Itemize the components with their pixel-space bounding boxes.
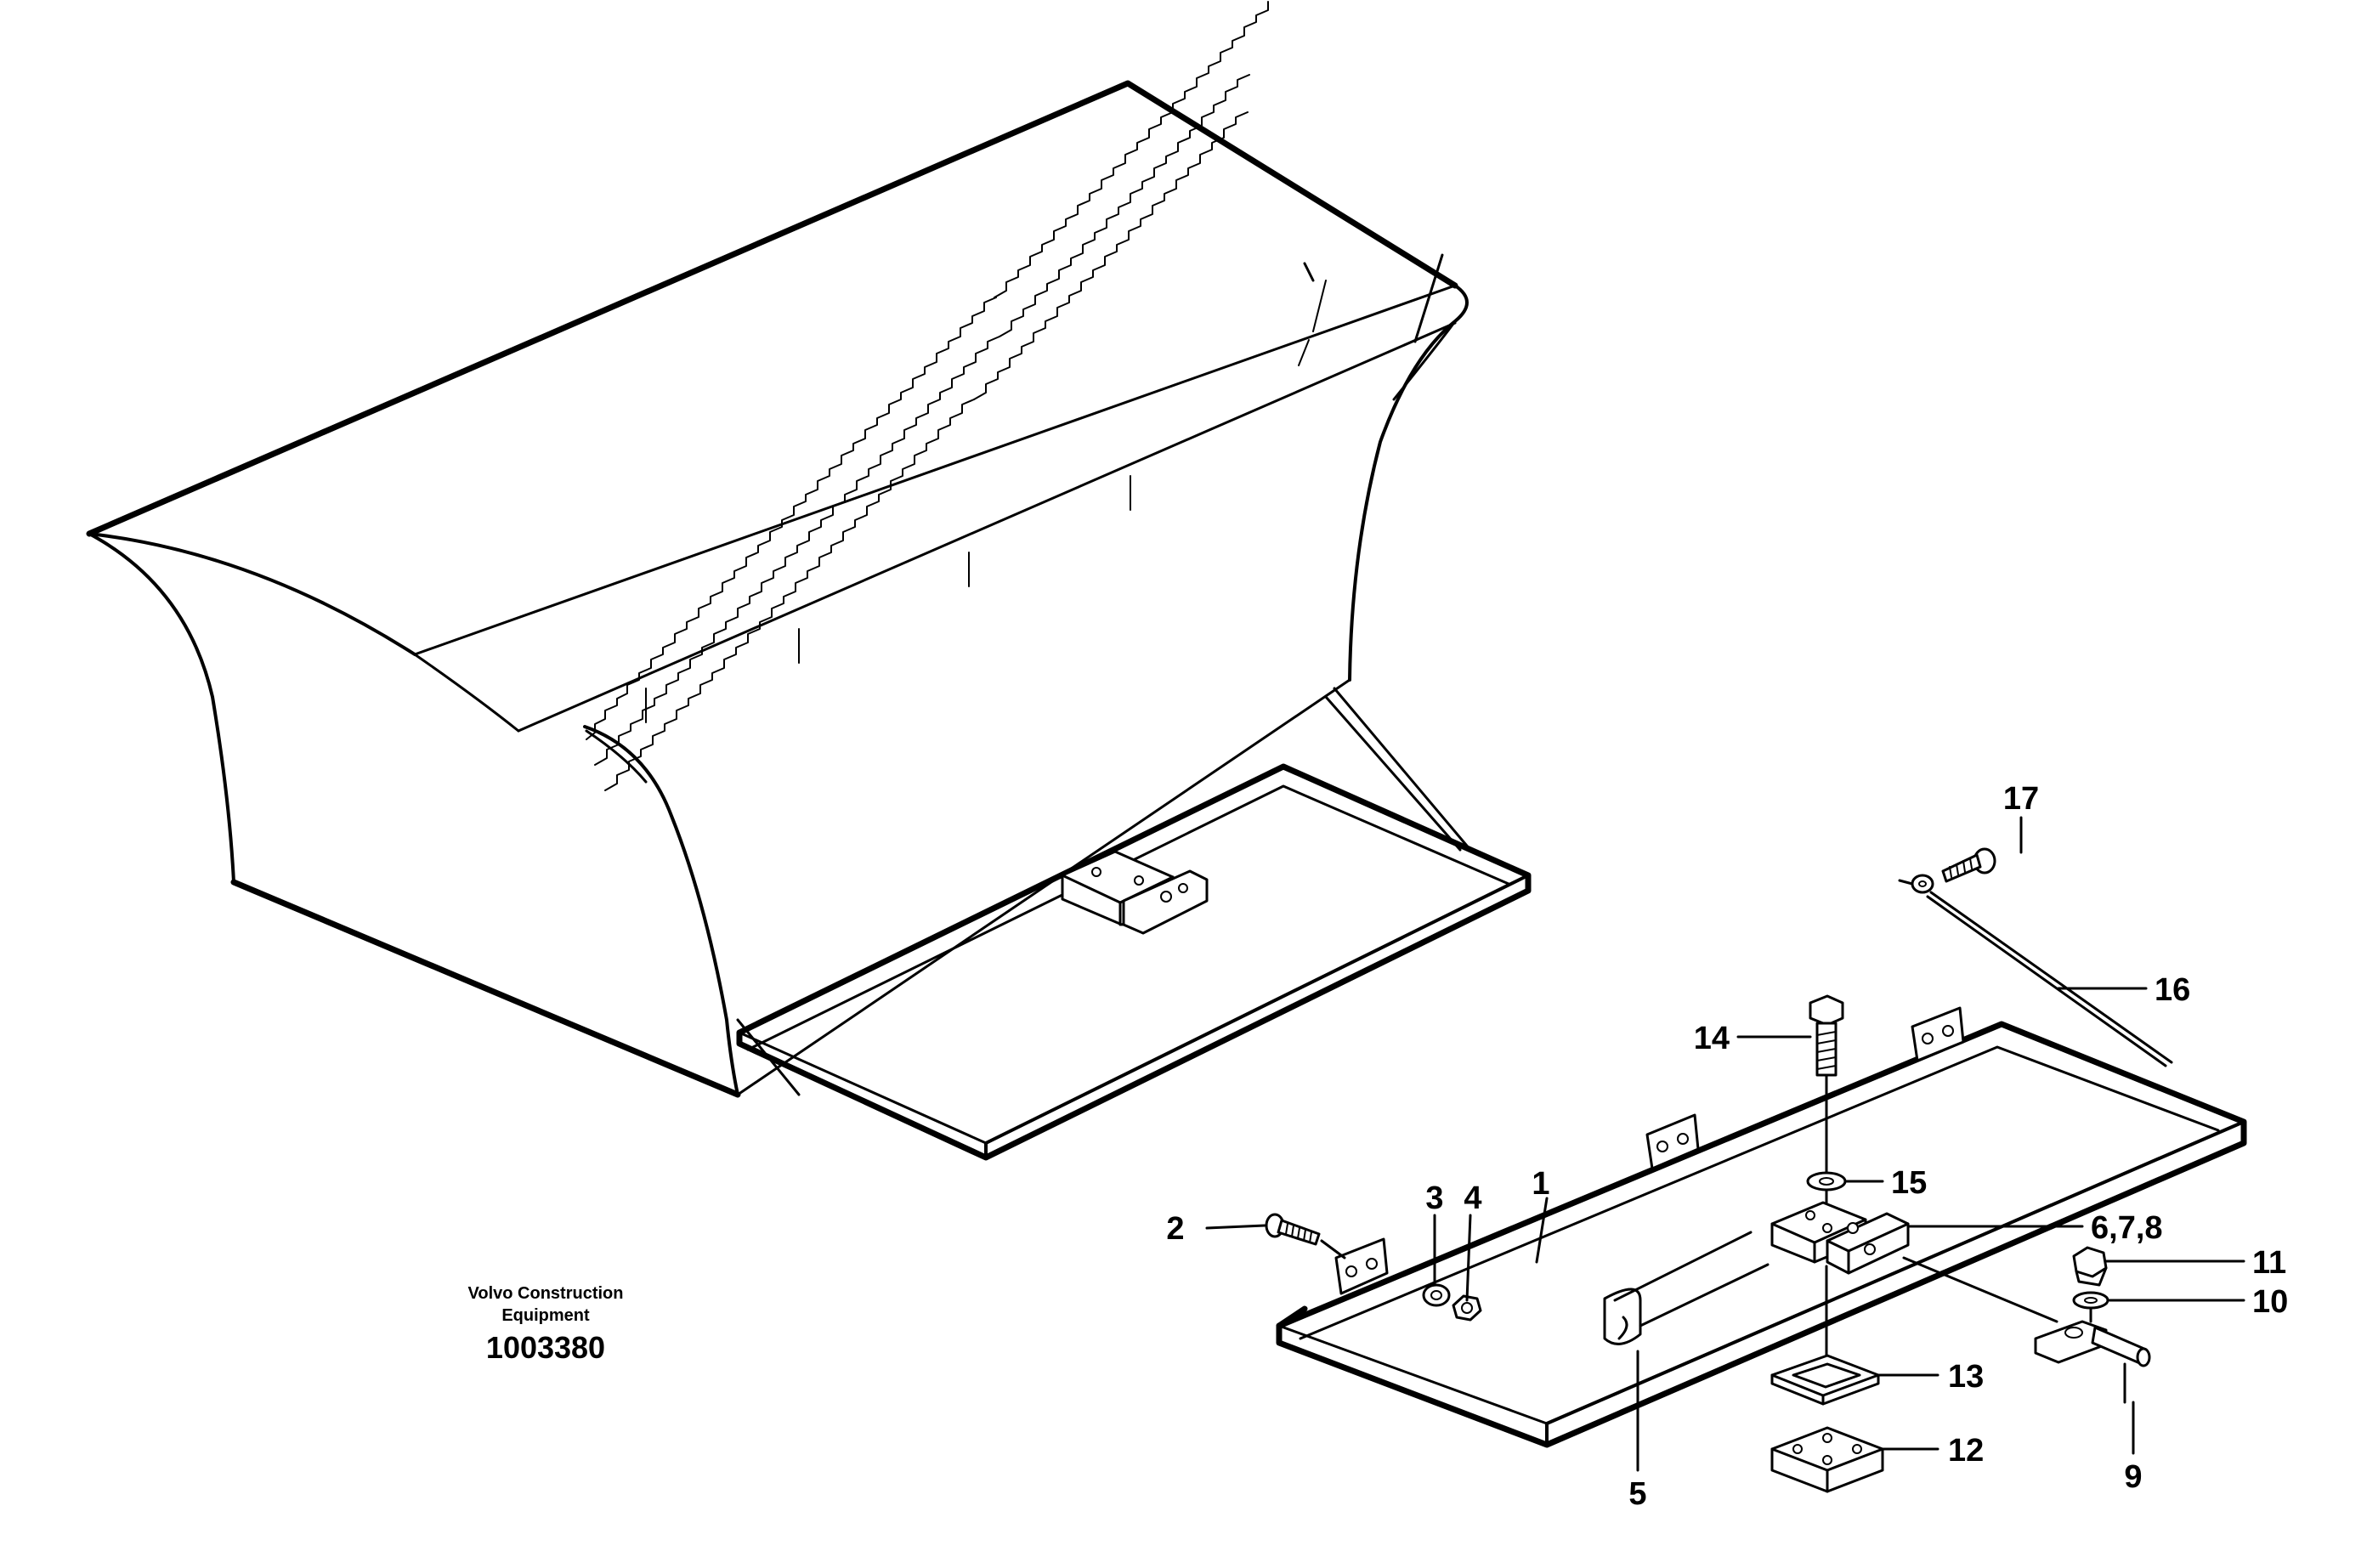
- cable-16: [1926, 891, 2173, 1067]
- callout-4: 4: [1464, 1180, 1481, 1216]
- callout-16: 16: [2155, 972, 2190, 1008]
- callout-13: 13: [1948, 1359, 1984, 1395]
- rubber-channel: [1603, 1231, 1770, 1345]
- watermark-line2: Equipment: [501, 1306, 590, 1325]
- nut-11: [2072, 1246, 2108, 1287]
- callout-17: 17: [2003, 781, 2039, 817]
- mounting-tabs: [1334, 1006, 1965, 1295]
- washer-10: [2072, 1291, 2109, 1323]
- callout-15: 15: [1891, 1165, 1927, 1201]
- drawing-number: 1003380: [486, 1330, 605, 1365]
- callout-2: 2: [1166, 1211, 1184, 1247]
- watermark-line1: Volvo Construction: [468, 1284, 624, 1303]
- watermark: Volvo Construction Equipment 1003380: [468, 1284, 624, 1365]
- bolt-2: [1265, 1213, 1346, 1259]
- grille-teeth: [586, 1, 1269, 791]
- washer-3: [1422, 1283, 1451, 1307]
- callout-6-7-8: 6,7,8: [2091, 1210, 2163, 1246]
- cover-exploded: [1265, 847, 2247, 1493]
- callout-3: 3: [1425, 1180, 1443, 1216]
- callout-5: 5: [1628, 1476, 1646, 1512]
- callouts: 1 2 3 4 5 6,7,8 9 10 11 12 13 14 15 16 1…: [1166, 781, 2288, 1512]
- callout-12: 12: [1948, 1433, 1984, 1469]
- bolt-17: [1898, 847, 1996, 894]
- callout-14: 14: [1694, 1021, 1730, 1056]
- bolt-14: [1809, 994, 1844, 1175]
- callout-9: 9: [2124, 1459, 2142, 1495]
- nut-4: [1452, 1294, 1482, 1322]
- callout-10: 10: [2252, 1284, 2288, 1320]
- hood-assembly: [86, 1, 1532, 1161]
- bracket-9: [2034, 1320, 2151, 1404]
- cover-panel-open: [736, 687, 1532, 1161]
- leader-lines: [1205, 816, 2245, 1472]
- callout-11: 11: [2252, 1245, 2286, 1281]
- block-12: [1770, 1426, 1884, 1493]
- lock-assembly: [1770, 1201, 2058, 1323]
- callout-1: 1: [1532, 1166, 1549, 1202]
